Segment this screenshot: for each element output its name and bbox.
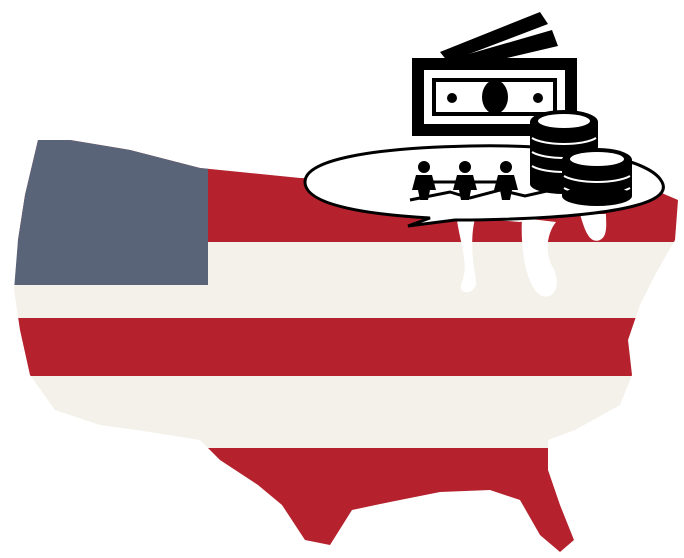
flag-stripe-red-2	[14, 318, 678, 376]
flag-canton	[14, 140, 208, 285]
drip-shapes	[455, 205, 607, 297]
person-icon	[412, 161, 436, 200]
banknote-icon	[412, 12, 577, 136]
person-icon	[494, 161, 518, 200]
coin-stack-front	[562, 148, 632, 206]
person-icon	[453, 161, 477, 200]
people-group-icon	[412, 161, 518, 200]
flag-stripe-red-3	[14, 448, 678, 552]
coin-stack-icon	[530, 110, 632, 206]
